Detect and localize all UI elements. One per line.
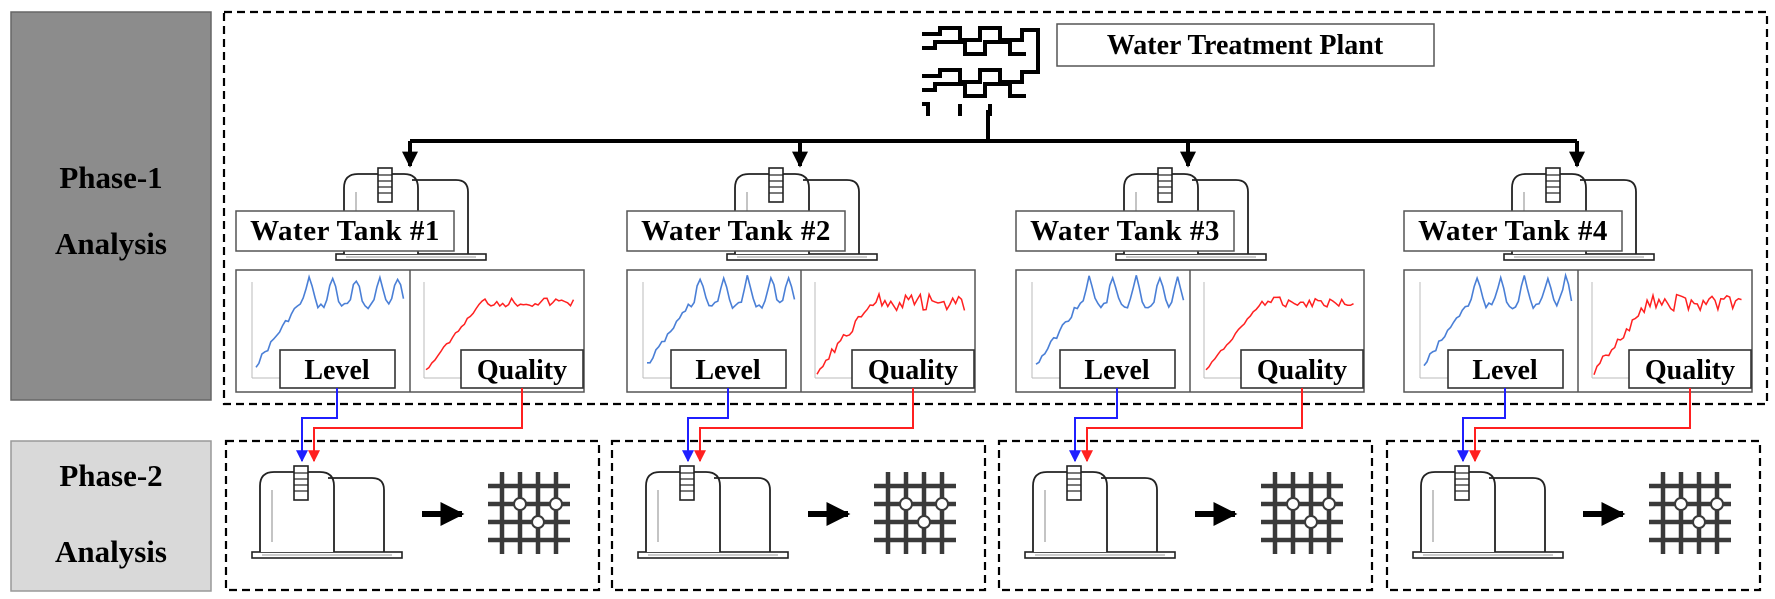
phase-1-subtitle: Analysis — [55, 226, 167, 261]
tank-label-box — [1015, 210, 1235, 252]
phase-2-title: Phase-2 — [59, 458, 162, 493]
quality-label: Quality — [477, 355, 567, 386]
quality-label: Quality — [1257, 355, 1347, 386]
level-link — [1457, 388, 1506, 463]
level-label: Level — [1472, 355, 1538, 386]
tank-label-box — [1403, 210, 1623, 252]
phase-2-box-3 — [997, 439, 1374, 592]
quality-label: Quality — [1645, 355, 1735, 386]
level-link — [296, 388, 338, 463]
water-tank-icon — [637, 465, 789, 559]
grid-graph-icon — [874, 472, 956, 554]
water-tank-icon — [1024, 465, 1176, 559]
signal-links — [296, 388, 1691, 463]
tank-label: Water Tank #3 — [1030, 215, 1220, 247]
grid-graph-icon — [1261, 472, 1343, 554]
water-tank-icon — [1412, 465, 1564, 559]
quality-plot — [1203, 281, 1354, 379]
level-plot — [642, 275, 796, 379]
tank-label: Water Tank #4 — [1418, 215, 1608, 247]
phase-2-subtitle: Analysis — [55, 534, 167, 569]
phase-2-box-1 — [224, 439, 601, 592]
tank-label: Water Tank #2 — [641, 215, 831, 247]
quality-link — [694, 388, 914, 463]
level-link — [1069, 388, 1118, 463]
level-label-box — [1059, 349, 1176, 389]
tank-label-box — [626, 210, 846, 252]
level-label-box — [279, 349, 396, 389]
tanks-layer: Water Tank #1 Level Quality Water Tank #2 Le… — [235, 167, 1753, 393]
quality-label: Quality — [868, 355, 958, 386]
quality-label-box — [1240, 349, 1364, 389]
quality-label-box — [460, 349, 584, 389]
level-label-box — [670, 349, 787, 389]
phase-1-panel: Phase-1 Analysis — [10, 11, 212, 401]
level-plot — [1419, 272, 1573, 379]
phase-1-container — [222, 10, 1769, 406]
tank-label-box — [235, 210, 455, 252]
phase-2-box-2 — [610, 439, 987, 592]
level-label: Level — [304, 355, 370, 386]
quality-plot — [814, 281, 966, 379]
level-label: Level — [1084, 355, 1150, 386]
level-label: Level — [695, 355, 761, 386]
treatment-plant-icon — [922, 26, 1040, 140]
level-plot — [251, 274, 405, 379]
quality-label-box — [1628, 349, 1752, 389]
quality-link — [1469, 388, 1691, 463]
quality-plot — [423, 281, 575, 379]
phase-2-box-4 — [1385, 439, 1762, 592]
treatment-plant-label: Water Treatment Plant — [1107, 30, 1384, 61]
tank-group-4: Water Tank #4 Level Quality — [1403, 167, 1753, 393]
tank-group-3: Water Tank #3 Level Quality — [1015, 167, 1365, 393]
grid-graph-icon — [488, 472, 570, 554]
level-link — [682, 388, 729, 463]
treatment-plant-label-box — [1056, 23, 1435, 67]
level-label-box — [1447, 349, 1564, 389]
distribution-lines — [402, 139, 1585, 168]
level-plot — [1031, 275, 1185, 379]
tank-group-1: Water Tank #1 Level Quality — [235, 167, 585, 393]
tank-group-2: Water Tank #2 Level Quality — [626, 167, 976, 393]
grid-graph-icon — [1649, 472, 1731, 554]
phase-2-layer — [224, 439, 1762, 592]
tank-label: Water Tank #1 — [250, 215, 440, 247]
quality-link — [1081, 388, 1303, 463]
phase-1-title: Phase-1 — [59, 160, 162, 195]
phase-2-panel: Phase-2 Analysis — [10, 440, 212, 592]
water-tank-icon — [251, 465, 403, 559]
quality-plot — [1591, 281, 1742, 379]
quality-link — [308, 388, 523, 463]
